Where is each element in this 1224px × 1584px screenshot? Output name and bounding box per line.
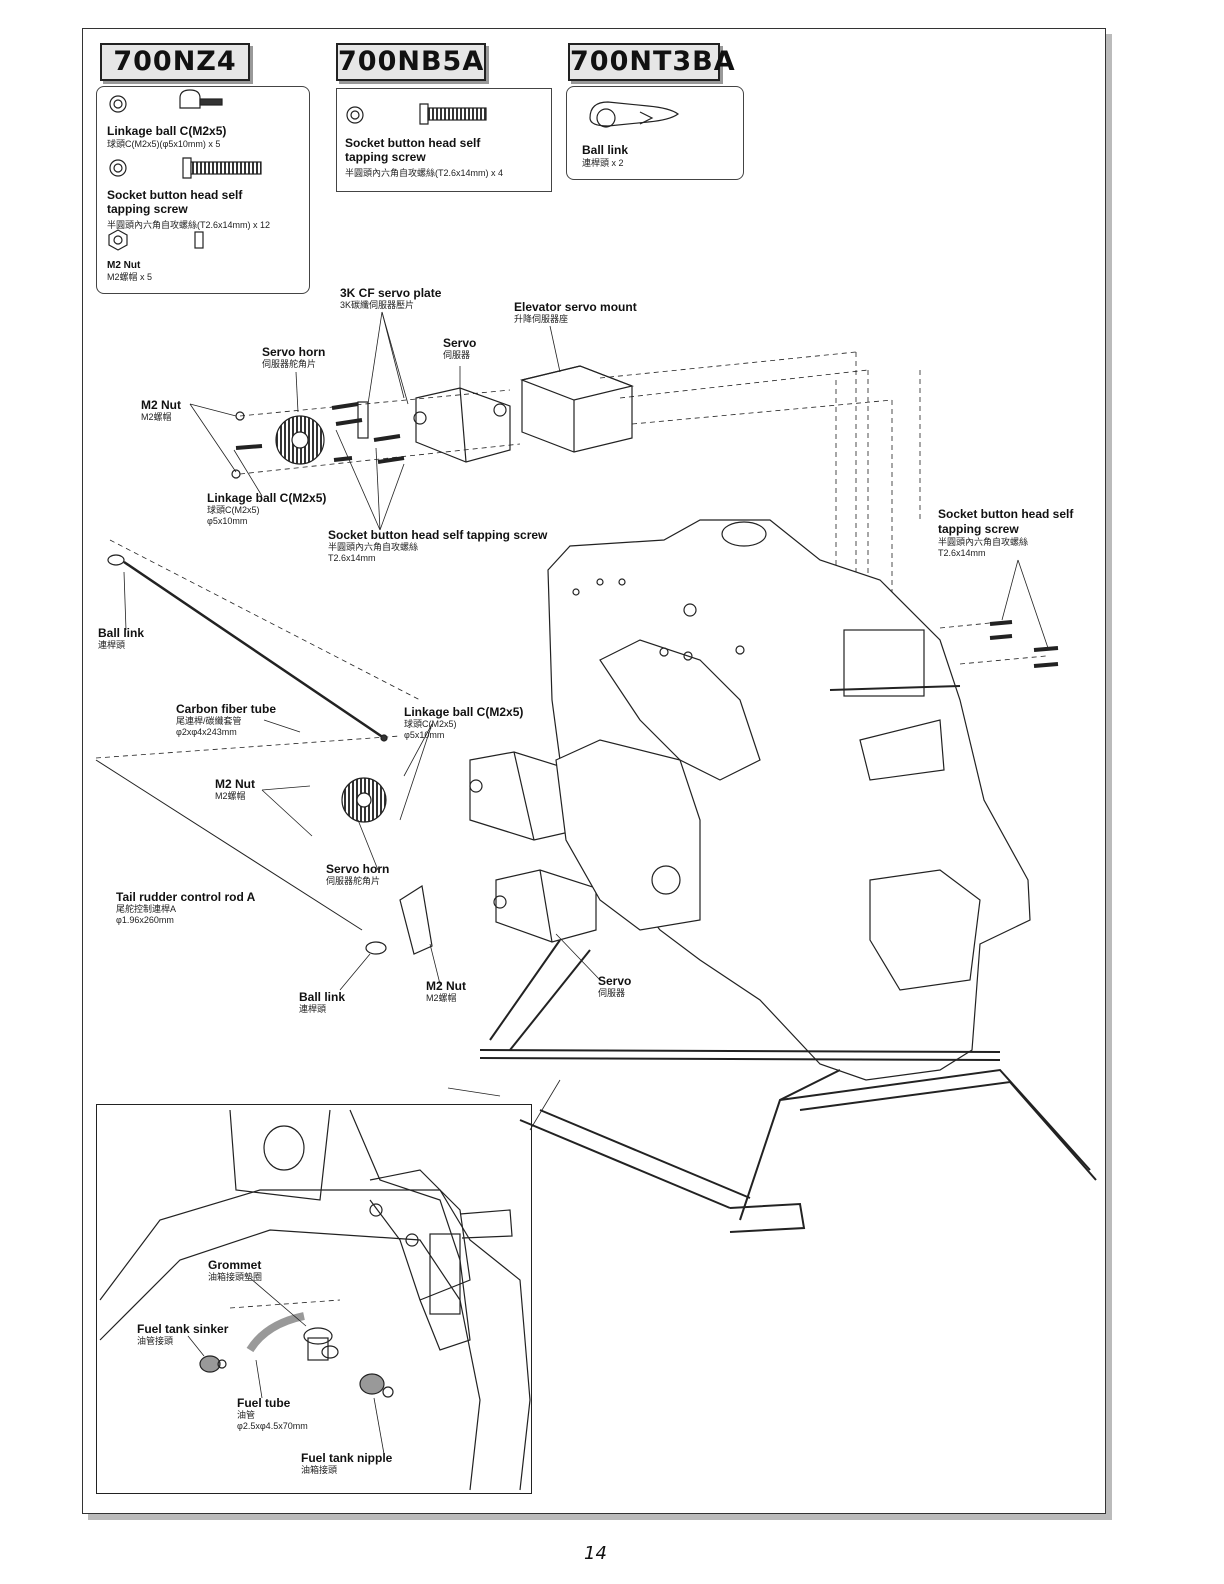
- washer-icon: [109, 159, 127, 177]
- washer-icon: [346, 106, 364, 124]
- screw-icon: [419, 103, 487, 125]
- page-number: 14: [584, 1543, 607, 1564]
- pack-code-700nb5a: 700NB5A: [336, 43, 486, 81]
- servo-horn-bottom-icon: [399, 885, 433, 955]
- pack-box-700nb5a: [336, 88, 552, 192]
- callout-tail-rod-zh: 尾舵控制連桿A: [116, 904, 177, 914]
- part-linkage-ball-sub: 球頭C(M2x5)(φ5x10mm) x 5: [107, 139, 221, 149]
- tail-rod-icon: [95, 759, 363, 931]
- callout-socket-screw-mid: Socket button head self tapping screw: [328, 528, 548, 542]
- callout-m2-nut-bottom-zh: M2螺帽: [426, 993, 457, 1003]
- inset-fuel-tube: Fuel tube: [237, 1396, 291, 1410]
- part-screw-b-label: Socket button head self tapping screw: [345, 136, 481, 164]
- inset-drawing: [99, 1109, 531, 1491]
- landing-gear: [479, 939, 1097, 1233]
- inset-sinker: Fuel tank sinker: [137, 1322, 229, 1336]
- screw-icon: [182, 157, 262, 179]
- callout-socket-screw-right-zh: 半圓頭內六角自攻螺絲: [938, 537, 1029, 547]
- fuel-tank-nipple-icon: [359, 1373, 394, 1398]
- callout-elevator-mount: Elevator servo mount: [514, 300, 637, 314]
- callout-servo-bottom: Servo: [598, 974, 632, 988]
- callout-servo-plate: 3K CF servo plate: [340, 286, 442, 300]
- ball-link-bottom-icon: [365, 941, 387, 955]
- grommet-icon: [303, 1327, 339, 1361]
- callout-socket-screw-right: Socket button head self: [938, 507, 1074, 521]
- part-screw-b-sub: 半圓頭內六角自攻螺絲(T2.6x14mm) x 4: [345, 168, 504, 178]
- part-screw-label: Socket button head self tapping screw: [107, 188, 243, 216]
- part-screw-sub: 半圓頭內六角自攻螺絲(T2.6x14mm) x 12: [107, 220, 271, 230]
- callout-linkage-ball-mid-zh: 球頭C(M2x5): [404, 719, 457, 729]
- callout-socket-screw-right-dim: T2.6x14mm: [938, 548, 986, 558]
- part-m2-nut-label: M2 Nut: [107, 260, 141, 271]
- callout-m2-nut-top: M2 Nut: [141, 398, 181, 412]
- ball-link-left-icon: [107, 554, 388, 742]
- callout-m2-nut-mid: M2 Nut: [215, 777, 255, 791]
- inset-nipple: Fuel tank nipple: [301, 1451, 393, 1465]
- inset-fuel-tube-dim: φ2.5xφ4.5x70mm: [237, 1421, 308, 1431]
- callout-m2-nut-mid-zh: M2螺帽: [215, 791, 246, 801]
- washer-icon: [109, 95, 127, 113]
- pack-code-700nz4: 700NZ4: [100, 43, 250, 81]
- part-ball-link-sub: 連桿頭 x 2: [582, 158, 624, 168]
- screw-set-right-icon: [989, 620, 1059, 668]
- screw-set-top-icon: [235, 402, 405, 464]
- callout-carbon-tube-dim: φ2xφ4x243mm: [176, 727, 237, 737]
- callout-ball-link-bottom-zh: 連桿頭: [299, 1004, 327, 1014]
- callout-servo-bottom-zh: 伺服器: [598, 988, 626, 998]
- callout-ball-link-left-zh: 連桿頭: [98, 640, 126, 650]
- callout-linkage-ball-top-dim: φ5x10mm: [207, 516, 248, 526]
- callout-servo-horn-top-zh: 伺服器舵角片: [262, 359, 317, 369]
- callout-linkage-ball-top-zh: 球頭C(M2x5): [207, 505, 260, 515]
- callout-tail-rod-dim: φ1.96x260mm: [116, 915, 174, 925]
- elevator-mount-icon: [519, 365, 635, 453]
- nut-icon: [231, 469, 241, 479]
- callout-linkage-ball-top: Linkage ball C(M2x5): [207, 491, 327, 505]
- callout-servo-plate-zh: 3K碳纖伺服器壓片: [340, 300, 415, 310]
- callout-linkage-ball-mid: Linkage ball C(M2x5): [404, 705, 524, 719]
- callout-m2-nut-top-zh: M2螺帽: [141, 412, 172, 422]
- servo-bottom-icon: [493, 869, 597, 943]
- callout-servo-top: Servo: [443, 336, 477, 350]
- page-frame: [82, 28, 1106, 1514]
- callout-linkage-ball-mid-dim: φ5x10mm: [404, 730, 445, 740]
- callout-ball-link-bottom: Ball link: [299, 990, 346, 1004]
- ball-link-icon: [589, 101, 680, 128]
- callout-socket-screw-mid-zh: 半圓頭內六角自攻螺絲: [328, 542, 419, 552]
- servo-top-icon: [413, 387, 511, 463]
- helicopter-frame: [547, 519, 1031, 1081]
- part-m2-nut-sub: M2螺帽 x 5: [107, 272, 153, 282]
- inset-sinker-zh: 油管接頭: [137, 1336, 174, 1346]
- inset-fuel-tank-detail: [96, 1104, 532, 1494]
- callout-servo-horn-top: Servo horn: [262, 345, 326, 359]
- callout-m2-nut-bottom: M2 Nut: [426, 979, 466, 993]
- inset-grommet: Grommet: [208, 1258, 262, 1272]
- pack-box-700nz4: [96, 86, 310, 294]
- callout-socket-screw-right-2: tapping screw: [938, 522, 1019, 536]
- callout-carbon-tube: Carbon fiber tube: [176, 702, 277, 716]
- fuel-tank-sinker-icon: [199, 1355, 227, 1373]
- inset-nipple-zh: 油箱接頭: [301, 1465, 338, 1475]
- part-ball-link-label: Ball link: [582, 143, 629, 157]
- ball-icon: [179, 89, 223, 109]
- callout-servo-horn-mid-zh: 伺服器舵角片: [326, 876, 381, 886]
- callout-servo-horn-mid: Servo horn: [326, 862, 390, 876]
- callout-elevator-mount-zh: 升降伺服器座: [514, 314, 569, 324]
- nut-icon: [108, 229, 204, 251]
- callout-socket-screw-mid-dim: T2.6x14mm: [328, 553, 376, 563]
- callout-ball-link-left: Ball link: [98, 626, 145, 640]
- part-linkage-ball-label: Linkage ball C(M2x5): [107, 124, 227, 138]
- pack-code-700nt3ba: 700NT3BA: [568, 43, 735, 81]
- inset-grommet-zh: 油箱接頭墊圈: [208, 1272, 263, 1282]
- callout-tail-rod: Tail rudder control rod A: [116, 890, 256, 904]
- callout-servo-top-zh: 伺服器: [443, 350, 471, 360]
- pack-box-700nt3ba: [566, 86, 744, 180]
- callout-carbon-tube-zh: 尾連桿/碳纖套管: [176, 716, 242, 726]
- inset-fuel-tube-zh: 油管: [237, 1410, 256, 1420]
